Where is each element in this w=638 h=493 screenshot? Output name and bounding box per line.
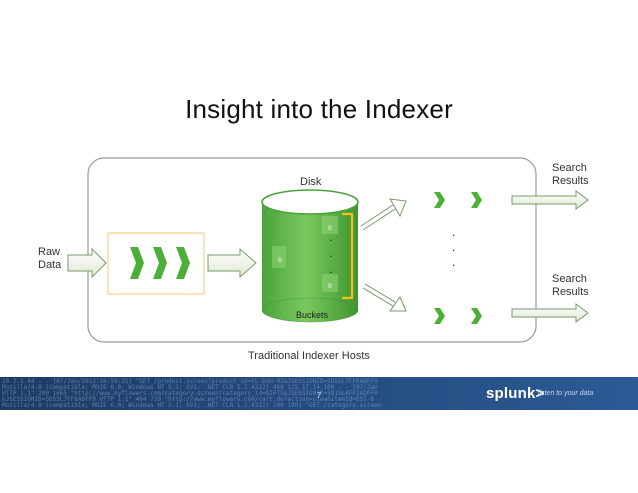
chevron-right-icon xyxy=(434,308,445,324)
search-results-top-arrow-icon xyxy=(511,190,589,210)
bucket-dot: . xyxy=(329,262,333,276)
pipeline-chevrons xyxy=(130,247,190,279)
svg-text:B: B xyxy=(278,258,282,264)
continuation-dot: . xyxy=(452,240,456,254)
svg-text:B: B xyxy=(328,226,332,232)
indexer-hosts-label: Traditional Indexer Hosts xyxy=(248,350,370,362)
search-flow-arrow-top-icon xyxy=(360,198,407,231)
continuation-dot: . xyxy=(452,225,456,239)
splunk-logo: splunk> xyxy=(486,385,545,402)
log-line: Mozilla/4.0 (compatible; MSIE 6.0; Windo… xyxy=(2,384,378,391)
svg-text:B: B xyxy=(328,284,332,290)
arrow-to-disk-icon xyxy=(207,247,257,279)
search-results-top-label: Search Results xyxy=(552,162,589,187)
buckets-label: Buckets xyxy=(296,310,329,320)
bucket-tile xyxy=(322,274,338,292)
splunk-tagline: listen to your data xyxy=(538,390,594,397)
bucket-tiles: B B B xyxy=(272,216,338,292)
log-line: Mozilla/4.0 (compatible; MSIE 6.0; Windo… xyxy=(2,402,382,409)
log-line: &JSESSIONID=SD5SL7FF6ADFF9 HTTP 1.1" 404… xyxy=(2,396,375,403)
page-title: Insight into the Indexer xyxy=(185,94,453,124)
disk-label: Disk xyxy=(300,176,322,188)
search-results-bottom-label: Search Results xyxy=(552,273,589,298)
page-number: 7 xyxy=(316,391,322,400)
continuation-dot: . xyxy=(452,255,456,269)
buckets-bracket xyxy=(342,212,354,300)
chevron-right-icon xyxy=(153,247,167,279)
bucket-dot: . xyxy=(329,230,333,244)
log-line: 10.2.1.44 - - [07/Jan/2013:16:59:25] "GE… xyxy=(2,378,378,385)
raw-data-label: Raw Data xyxy=(38,246,62,271)
chevron-right-icon xyxy=(471,192,482,208)
search-chevrons-bottom xyxy=(434,308,482,324)
bucket-dot: . xyxy=(329,246,333,260)
search-chevrons-top xyxy=(434,192,482,208)
bucket-tile xyxy=(322,216,338,234)
log-line: HTTP 1.1" 200 1665 "http://www.myflowers… xyxy=(2,390,378,397)
footer-bar: 10.2.1.44 - - [07/Jan/2013:16:59:25] "GE… xyxy=(0,377,638,410)
chevron-right-icon xyxy=(434,192,445,208)
bucket-tile xyxy=(272,246,286,268)
chevron-right-icon xyxy=(176,247,190,279)
search-results-bottom-arrow-icon xyxy=(511,303,589,323)
raw-data-arrow-icon xyxy=(67,247,107,279)
search-flow-arrow-bottom-icon xyxy=(362,283,407,312)
chevron-right-icon xyxy=(471,308,482,324)
chevron-right-icon xyxy=(130,247,144,279)
